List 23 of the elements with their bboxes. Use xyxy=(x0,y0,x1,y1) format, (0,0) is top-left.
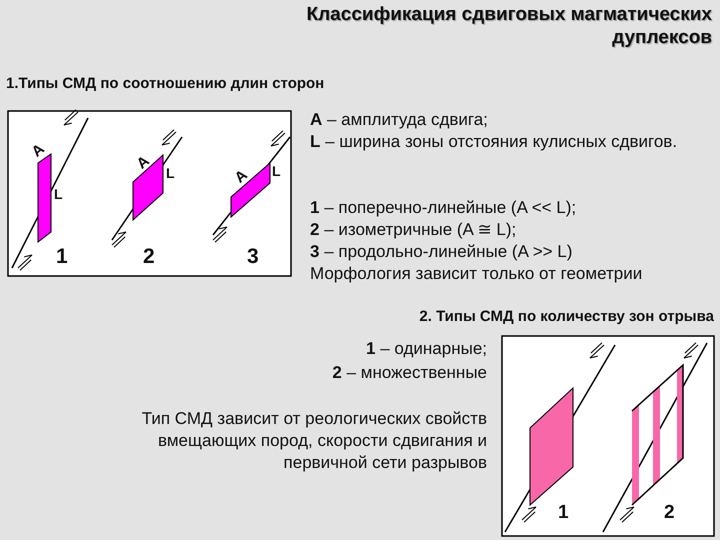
dimension-label: L xyxy=(272,162,281,181)
figure-number: 3 xyxy=(247,246,259,268)
heading: 2. Типы СМД по количеству зон отрыва xyxy=(419,307,714,327)
dimension-label: A xyxy=(27,140,49,163)
dimension-label: L xyxy=(54,185,63,204)
legend-text: A – амплитуда сдвига; xyxy=(310,109,488,131)
title: Классификация сдвиговых магматических дуплексов xyxy=(306,4,712,50)
legend-text: 1 – одинарные; xyxy=(366,338,487,360)
legend-text: 3 – продольно-линейные (A >> L) xyxy=(310,241,572,263)
dimension-label: A xyxy=(230,166,252,189)
legend-text: L – ширина зоны отстояния кулисных сдвигов. xyxy=(310,131,678,153)
legend-text: 1 – поперечно-линейные (A << L); xyxy=(310,197,576,219)
figure-number: 1 xyxy=(56,246,68,268)
figure-number: 1 xyxy=(558,502,569,524)
heading: 1.Типы СМД по соотношению длин сторон xyxy=(6,74,324,94)
legend-text: 2 – изометричные (A ≅ L); xyxy=(310,219,516,241)
figure-number: 2 xyxy=(664,502,675,524)
note-text: Морфология зависит только от геометрии xyxy=(310,263,644,285)
dimension-label: L xyxy=(166,164,175,183)
figure-number: 2 xyxy=(143,246,155,268)
dimension-label: A xyxy=(132,152,154,175)
note-text: Тип СМД зависит от реологических свойств вмещающих пород, скорости сдвигания и первичной сети разрывов xyxy=(140,408,487,474)
legend-text: 2 – множественные xyxy=(332,362,487,384)
